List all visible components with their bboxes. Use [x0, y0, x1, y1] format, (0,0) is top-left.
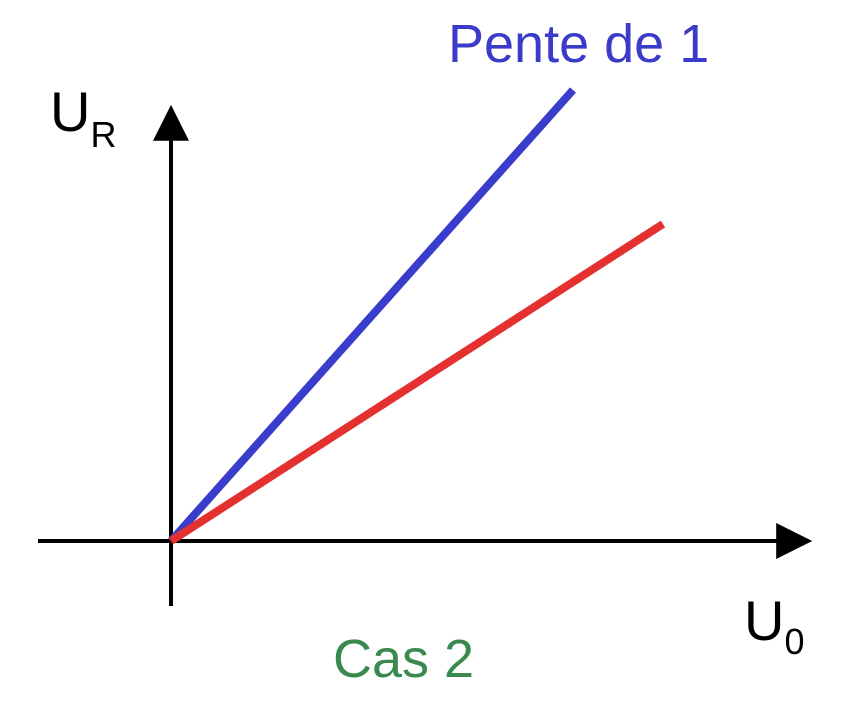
x-axis-label-sub: 0: [784, 621, 804, 662]
case-label: Cas 2: [333, 629, 474, 689]
x-axis-label: U0: [744, 589, 804, 662]
x-axis-label-main: U: [744, 589, 784, 652]
y-axis-label-main: U: [50, 80, 90, 143]
y-axis-label: UR: [50, 80, 116, 155]
blue-line-label: Pente de 1: [448, 14, 709, 74]
y-axis-label-sub: R: [90, 114, 116, 155]
blue-line-slope-1: [168, 87, 576, 544]
red-line: [168, 220, 666, 545]
